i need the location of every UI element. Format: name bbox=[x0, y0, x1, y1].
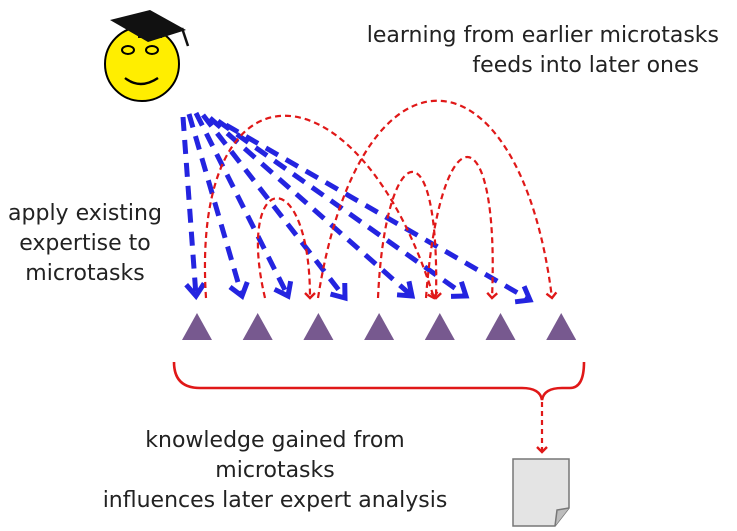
triangle-icon-1 bbox=[182, 313, 212, 340]
left-caption: apply existing expertise to microtasks bbox=[0, 199, 170, 289]
triangle-icon-2 bbox=[242, 313, 273, 340]
triangles-group bbox=[182, 313, 577, 340]
left-caption-line-2: expertise to bbox=[19, 231, 151, 256]
triangle-icon-6 bbox=[485, 313, 516, 340]
blue-arrow-head-4 bbox=[329, 282, 348, 302]
bottom-caption-line-2: influences later expert analysis bbox=[102, 488, 448, 513]
red-arcs-group bbox=[203, 99, 558, 300]
blue-arrow-6 bbox=[216, 118, 468, 299]
blue-arrow-head-3 bbox=[273, 280, 294, 300]
triangle-icon-4 bbox=[364, 313, 395, 340]
red-arc-2 bbox=[256, 197, 316, 300]
blue-arrow-head-1 bbox=[184, 282, 207, 301]
blue-arrow-head-7 bbox=[514, 285, 534, 305]
blue-arrow-head-2 bbox=[228, 281, 250, 301]
smiley-graduate-icon bbox=[104, 10, 190, 102]
blue-arrow-5 bbox=[208, 116, 414, 298]
triangle-icon-5 bbox=[424, 313, 455, 340]
triangle-icon-7 bbox=[546, 313, 577, 340]
left-caption-line-1: apply existing bbox=[8, 201, 162, 226]
blue-arrow-head-5 bbox=[396, 280, 416, 299]
blue-arrow-head-6 bbox=[450, 280, 470, 299]
red-arc-3 bbox=[316, 99, 558, 300]
document-icon bbox=[512, 458, 570, 527]
blue-arrow-2 bbox=[186, 113, 245, 297]
top-caption-line-1: learning from earlier microtasks bbox=[366, 23, 719, 48]
blue-arrow-7 bbox=[224, 122, 532, 303]
red-arc-5 bbox=[424, 156, 499, 300]
left-caption-line-3: microtasks bbox=[25, 261, 145, 286]
blue-arrow-4 bbox=[201, 113, 347, 300]
triangle-icon-3 bbox=[303, 313, 334, 340]
blue-arrow-1 bbox=[180, 116, 199, 297]
red-arc-4 bbox=[376, 170, 442, 300]
bottom-caption-line-1: knowledge gained from microtasks bbox=[145, 428, 405, 483]
curly-brace bbox=[172, 361, 586, 401]
bottom-caption: knowledge gained from microtasks influen… bbox=[90, 426, 460, 516]
top-caption: learning from earlier microtasks feeds i… bbox=[339, 21, 719, 81]
blue-arrow-3 bbox=[193, 111, 291, 298]
red-arc-1 bbox=[203, 114, 439, 300]
blue-arrows-group bbox=[180, 111, 534, 305]
top-caption-line-2: feeds into later ones bbox=[472, 53, 699, 78]
